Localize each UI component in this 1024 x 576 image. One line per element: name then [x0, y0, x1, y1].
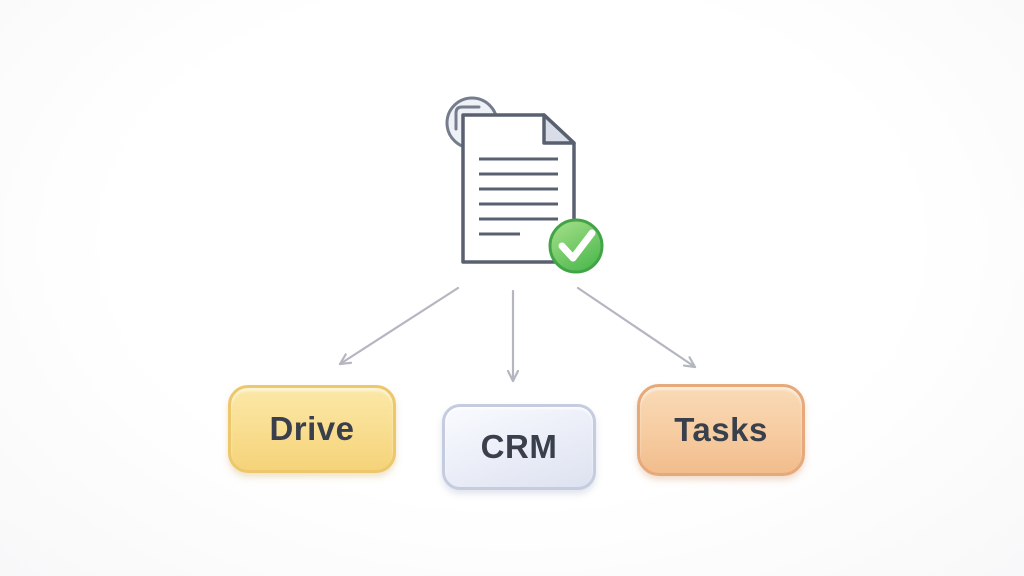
node-drive[interactable]: Drive — [228, 385, 396, 473]
document-text-lines — [479, 157, 558, 236]
document-page-icon — [461, 113, 576, 264]
arrow-to-drive — [338, 286, 460, 366]
check-badge-icon — [548, 218, 604, 274]
document-with-checkmark-icon — [445, 96, 604, 274]
node-crm-label: CRM — [480, 428, 558, 465]
arrow-to-tasks — [576, 286, 697, 369]
node-tasks-label: Tasks — [674, 411, 768, 448]
folded-corner-icon — [542, 113, 576, 145]
node-crm[interactable]: CRM — [442, 404, 596, 490]
node-tasks[interactable]: Tasks — [637, 384, 805, 476]
arrows-group — [338, 286, 697, 383]
node-drive-label: Drive — [269, 410, 355, 447]
